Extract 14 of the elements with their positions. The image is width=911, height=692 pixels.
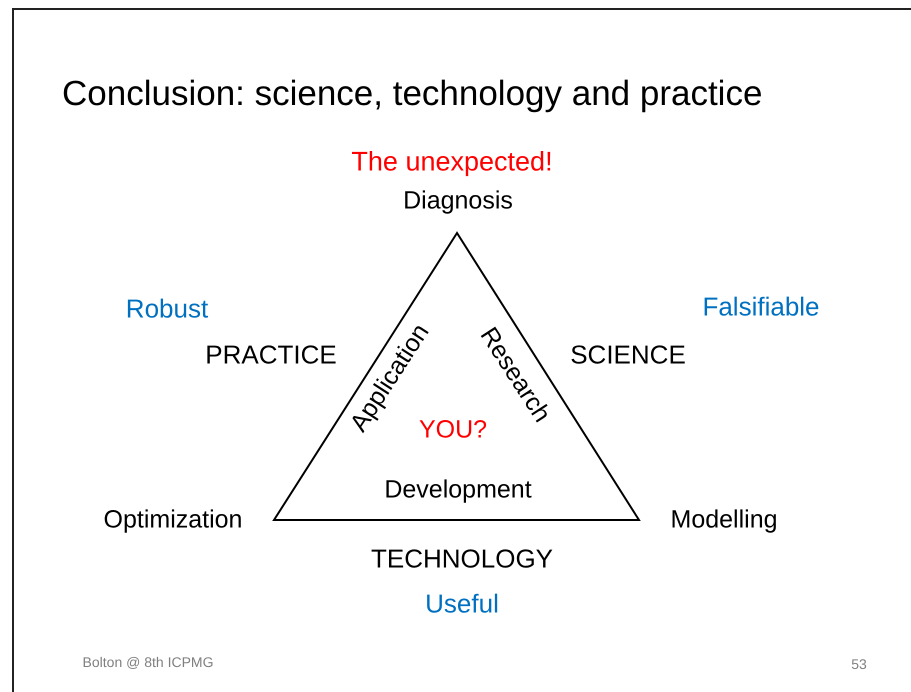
footer-text: Bolton @ 8th ICPMG: [82, 654, 214, 670]
side-label: Development: [384, 476, 532, 504]
annotation: The unexpected!: [351, 146, 553, 178]
quality-label: Robust: [126, 294, 208, 324]
vertex-label: Optimization: [104, 506, 242, 534]
slide-title: Conclusion: science, technology and practice: [62, 74, 762, 114]
domain-label: SCIENCE: [570, 340, 686, 370]
domain-label: PRACTICE: [205, 340, 337, 370]
page-number: 53: [851, 656, 867, 672]
quality-label: Falsifiable: [702, 292, 820, 322]
domain-label: TECHNOLOGY: [370, 544, 554, 574]
vertex-label: Modelling: [670, 506, 778, 534]
vertex-label: Diagnosis: [403, 186, 513, 216]
quality-label: Useful: [425, 588, 499, 620]
